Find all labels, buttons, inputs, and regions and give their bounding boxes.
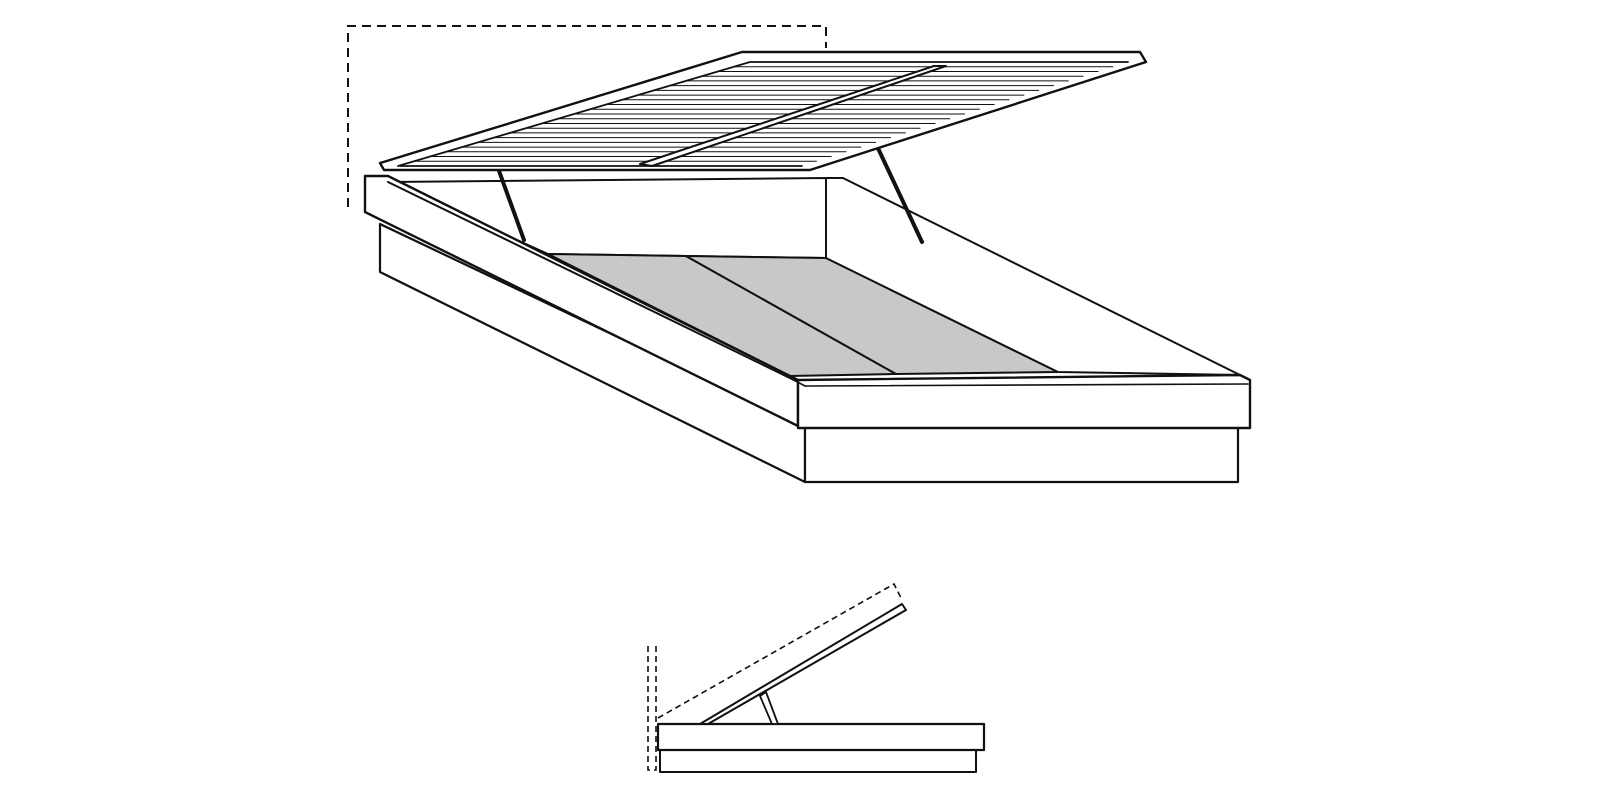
frame-corner-mitre (789, 377, 806, 387)
side-lid (699, 603, 907, 725)
lifted-slat-frame (378, 50, 1148, 172)
slat-frame-outer (378, 50, 1148, 172)
frame-left-rail-top-edge (387, 181, 799, 383)
headboard-dashed-outline (347, 25, 827, 207)
side-headboard-dashed (647, 646, 657, 771)
frame-front-rail (796, 373, 1252, 430)
side-view (647, 582, 986, 773)
side-lid-dashed-outline (657, 582, 903, 719)
gas-strut-right (874, 142, 924, 244)
side-frame (656, 722, 986, 752)
frame-front-rail-top-edge (804, 383, 1249, 387)
perspective-view (347, 25, 1252, 484)
slat-frame-center-beam (639, 65, 947, 167)
plinth-front (803, 424, 1240, 484)
side-gas-strut (759, 691, 779, 725)
slats (414, 66, 1114, 162)
side-plinth (659, 747, 977, 773)
frame-inner-right-wall (825, 177, 1241, 376)
